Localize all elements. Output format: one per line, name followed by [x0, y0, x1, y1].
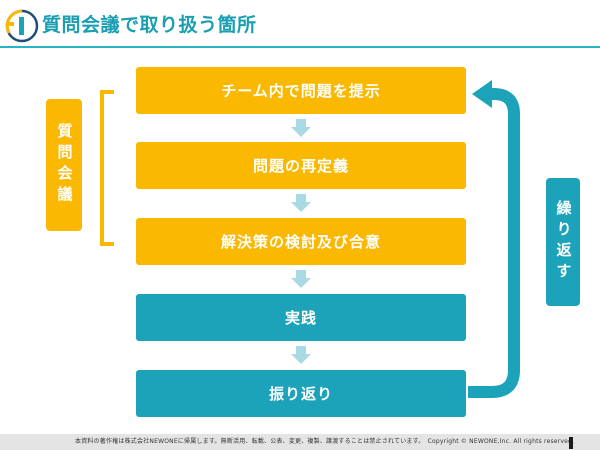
header-divider: [0, 46, 600, 48]
meeting-scope-label: 質問会議: [46, 99, 82, 231]
step-label: チーム内で問題を提示: [221, 82, 381, 100]
repeat-text: 繰り返す: [554, 200, 573, 284]
meeting-scope-text: 質問会議: [55, 123, 74, 207]
company-logo-icon: [5, 9, 39, 43]
step-present-problem: チーム内で問題を提示: [136, 67, 466, 114]
loop-back-arrow-icon: [468, 80, 520, 398]
footer: 本資料の著作権は株式会社NEWONEに帰属します。無断活用、転載、公表、変更、複…: [0, 434, 600, 450]
step-label: 解決策の検討及び合意: [220, 233, 381, 251]
down-arrow-icon: [291, 270, 311, 288]
step-solution-agreement: 解決策の検討及び合意: [136, 218, 466, 265]
repeat-label: 繰り返す: [546, 178, 580, 306]
page-title: 質問会議で取り扱う箇所: [42, 14, 257, 36]
down-arrow-icon: [291, 346, 311, 364]
step-practice: 実践: [136, 294, 466, 341]
step-label: 振り返り: [268, 385, 333, 403]
step-label: 問題の再定義: [252, 157, 349, 175]
copyright-notice: 本資料の著作権は株式会社NEWONEに帰属します。無断活用、転載、公表、変更、複…: [75, 438, 575, 445]
footer-mark: [569, 437, 573, 449]
step-reflection: 振り返り: [136, 370, 466, 417]
step-redefine-problem: 問題の再定義: [136, 142, 466, 189]
down-arrow-icon: [291, 194, 311, 212]
header: 質問会議で取り扱う箇所: [0, 0, 600, 48]
left-bracket: [100, 90, 114, 246]
down-arrow-icon: [291, 119, 311, 137]
step-label: 実践: [284, 309, 317, 327]
